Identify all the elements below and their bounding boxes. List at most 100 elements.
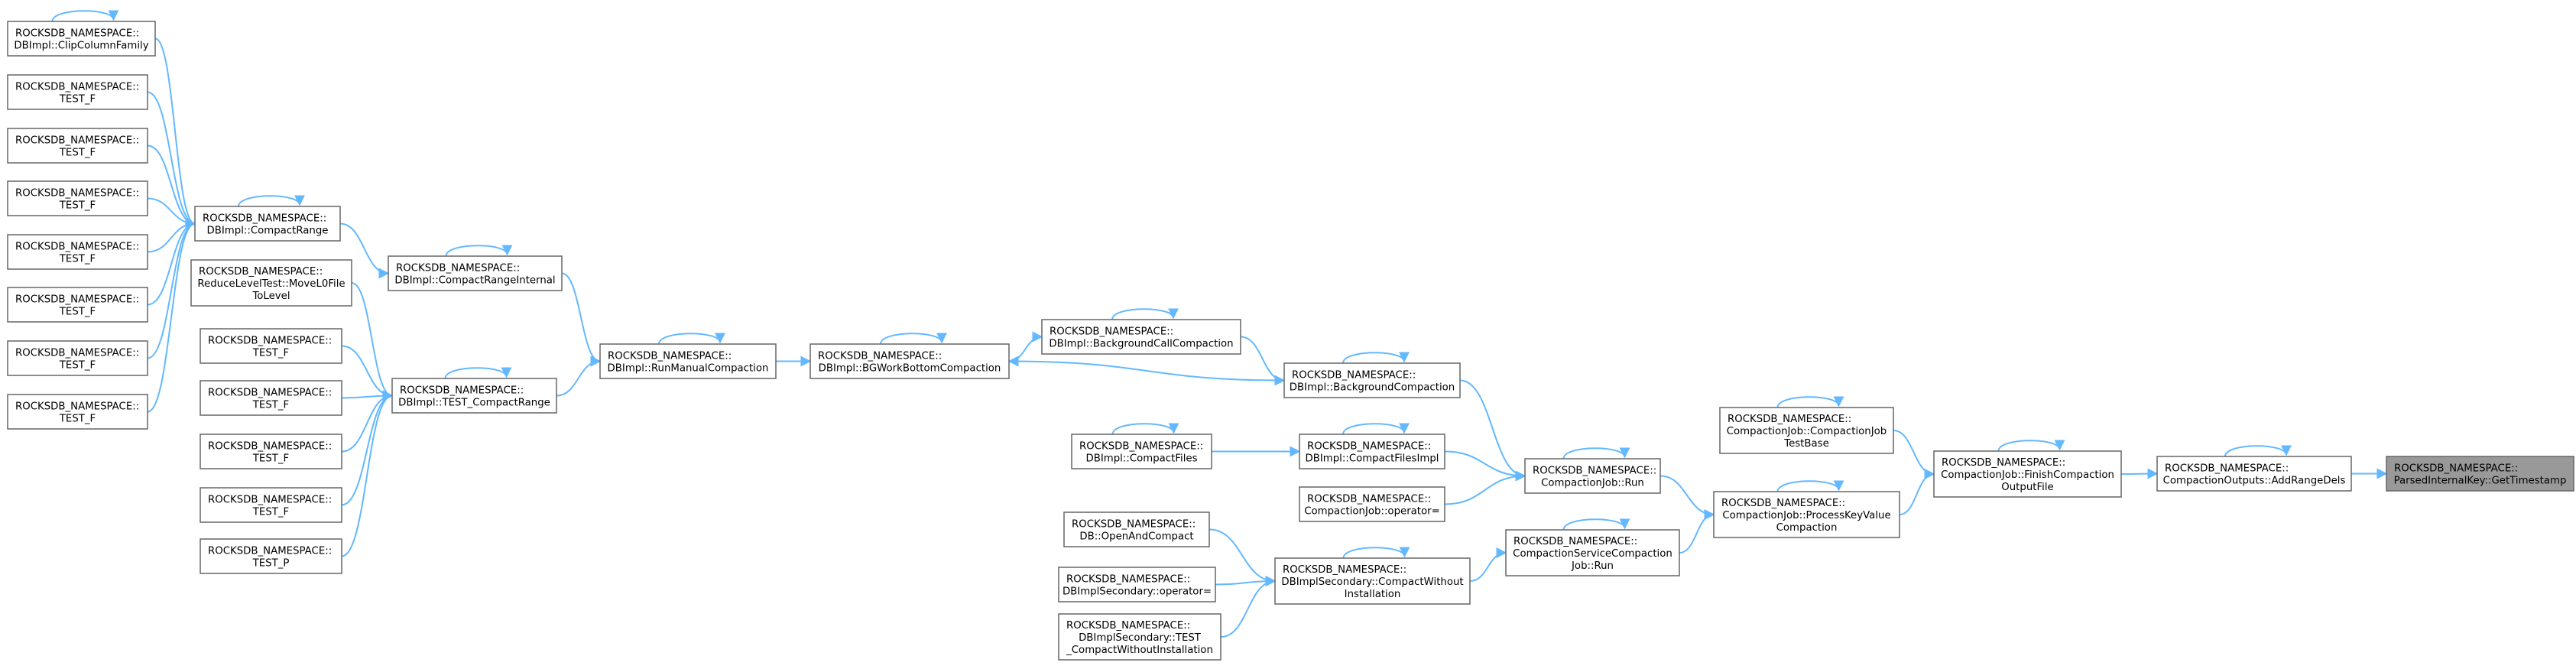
edge-cr-to-cri xyxy=(339,222,390,279)
node-box xyxy=(200,328,342,364)
node-box xyxy=(7,340,148,376)
node-label-line: CompactionJob::CompactionJob xyxy=(1727,426,1887,437)
nodes-layer: ROCKSDB_NAMESPACE::ParsedInternalKey::Ge… xyxy=(7,21,2574,661)
node-label-line: DBImpl::BackgroundCompaction xyxy=(1290,382,1455,394)
node-tf3[interactable]: ROCKSDB_NAMESPACE::TEST_F xyxy=(200,434,342,469)
node-cjrun[interactable]: ROCKSDB_NAMESPACE::CompactionJob::Run xyxy=(1524,458,1661,494)
node-box xyxy=(1041,319,1241,355)
node-box xyxy=(200,434,342,469)
node-tf1[interactable]: ROCKSDB_NAMESPACE::TEST_F xyxy=(200,328,342,364)
node-label-line: ROCKSDB_NAMESPACE:: xyxy=(1066,620,1190,632)
node-label-line: DBImplSecondary::operator= xyxy=(1063,586,1212,598)
edge-cri-to-rmc xyxy=(561,272,602,367)
node-addrange[interactable]: ROCKSDB_NAMESPACE::CompactionOutputs::Ad… xyxy=(2156,456,2352,492)
edge-finish-to-addrange xyxy=(2120,468,2159,479)
node-label-line: ROCKSDB_NAMESPACE:: xyxy=(400,385,524,397)
node-rlt[interactable]: ROCKSDB_NAMESPACE::ReduceLevelTest::Move… xyxy=(190,259,352,307)
node-label-line: ROCKSDB_NAMESPACE:: xyxy=(208,388,332,399)
node-box xyxy=(2386,456,2574,492)
node-ccf[interactable]: ROCKSDB_NAMESPACE::DBImpl::ClipColumnFam… xyxy=(7,21,156,57)
node-label-line: DBImpl::CompactFiles xyxy=(1086,453,1198,465)
node-tf4[interactable]: ROCKSDB_NAMESPACE::TEST_F xyxy=(200,487,342,523)
node-label-line: ROCKSDB_NAMESPACE:: xyxy=(15,242,139,253)
self-loop-cscjrun xyxy=(1562,518,1630,531)
node-box xyxy=(194,206,341,242)
node-tcr[interactable]: ROCKSDB_NAMESPACE::DBImpl::TEST_CompactR… xyxy=(391,378,557,414)
self-loop-testbase xyxy=(1776,396,1844,408)
node-tf2[interactable]: ROCKSDB_NAMESPACE::TEST_F xyxy=(200,380,342,416)
node-root[interactable]: ROCKSDB_NAMESPACE::ParsedInternalKey::Ge… xyxy=(2386,456,2574,492)
node-rmc[interactable]: ROCKSDB_NAMESPACE::DBImpl::RunManualComp… xyxy=(599,343,777,379)
node-label-line: ROCKSDB_NAMESPACE:: xyxy=(1050,326,1173,338)
node-label-line: ROCKSDB_NAMESPACE:: xyxy=(1072,519,1196,531)
node-label-line: DBImpl::CompactFilesImpl xyxy=(1305,453,1439,465)
node-tp1[interactable]: ROCKSDB_NAMESPACE::TEST_P xyxy=(200,538,342,574)
node-label-line: DBImpl::BGWorkBottomCompaction xyxy=(819,363,1001,375)
node-label-line: ReduceLevelTest::MoveL0File xyxy=(197,278,345,290)
edge-tf10-to-cr xyxy=(147,218,196,359)
node-tf6[interactable]: ROCKSDB_NAMESPACE::TEST_F xyxy=(7,128,148,164)
node-dbstest[interactable]: ROCKSDB_NAMESPACE::DBImplSecondary::TEST… xyxy=(1058,613,1221,661)
node-label-line: Installation xyxy=(1345,589,1401,600)
node-bgc[interactable]: ROCKSDB_NAMESPACE::DBImpl::BackgroundCom… xyxy=(1283,362,1461,398)
node-label-line: ROCKSDB_NAMESPACE:: xyxy=(2394,463,2518,475)
node-cscjrun[interactable]: ROCKSDB_NAMESPACE::CompactionServiceComp… xyxy=(1505,529,1680,576)
node-label-line: ROCKSDB_NAMESPACE:: xyxy=(208,495,332,506)
edge-dbstest-to-cwi xyxy=(1220,576,1277,638)
edge-cfi-to-cjrun xyxy=(1444,450,1526,482)
node-tf8[interactable]: ROCKSDB_NAMESPACE::TEST_F xyxy=(7,234,148,270)
node-label-line: Job::Run xyxy=(1571,560,1614,572)
node-process[interactable]: ROCKSDB_NAMESPACE::CompactionJob::Proces… xyxy=(1713,491,1900,538)
node-tf11[interactable]: ROCKSDB_NAMESPACE::TEST_F xyxy=(7,394,148,430)
node-cf[interactable]: ROCKSDB_NAMESPACE::DBImpl::CompactFiles xyxy=(1071,434,1212,469)
self-loop-rmc xyxy=(658,333,725,345)
node-label-line: ROCKSDB_NAMESPACE:: xyxy=(208,546,332,557)
node-bgcall[interactable]: ROCKSDB_NAMESPACE::DBImpl::BackgroundCal… xyxy=(1041,319,1241,355)
node-box xyxy=(200,487,342,523)
node-label-line: CompactionJob::ProcessKeyValue xyxy=(1722,510,1890,521)
edge-tf3-to-tcr xyxy=(341,390,394,453)
node-tf7[interactable]: ROCKSDB_NAMESPACE::TEST_F xyxy=(7,180,148,216)
node-box xyxy=(7,74,148,110)
edge-testbase-to-finish xyxy=(1893,430,1935,479)
node-tf10[interactable]: ROCKSDB_NAMESPACE::TEST_F xyxy=(7,340,148,376)
node-cr[interactable]: ROCKSDB_NAMESPACE::DBImpl::CompactRange xyxy=(194,206,341,242)
node-box xyxy=(1058,613,1221,661)
node-oac[interactable]: ROCKSDB_NAMESPACE::DB::OpenAndCompact xyxy=(1063,511,1210,547)
node-label-line: TEST_F xyxy=(252,400,289,411)
edge-ccf-to-cr xyxy=(154,37,196,229)
node-finish[interactable]: ROCKSDB_NAMESPACE::CompactionJob::Finish… xyxy=(1933,450,2122,498)
node-box xyxy=(7,128,148,164)
node-label-line: DBImpl::RunManualCompaction xyxy=(608,363,769,375)
node-label-line: ROCKSDB_NAMESPACE:: xyxy=(608,351,732,362)
node-label-line: TEST_F xyxy=(59,148,96,159)
edges-layer xyxy=(51,10,2388,638)
node-dbsop[interactable]: ROCKSDB_NAMESPACE::DBImplSecondary::oper… xyxy=(1058,567,1216,602)
node-label-line: ROCKSDB_NAMESPACE:: xyxy=(15,294,139,306)
node-cfi[interactable]: ROCKSDB_NAMESPACE::DBImpl::CompactFilesI… xyxy=(1299,434,1445,469)
node-label-line: ROCKSDB_NAMESPACE:: xyxy=(1513,536,1637,547)
node-label-line: ROCKSDB_NAMESPACE:: xyxy=(203,213,326,225)
node-cwi[interactable]: ROCKSDB_NAMESPACE::DBImplSecondary::Comp… xyxy=(1274,557,1471,605)
node-box xyxy=(1524,458,1661,494)
node-tf5[interactable]: ROCKSDB_NAMESPACE::TEST_F xyxy=(7,74,148,110)
node-testbase[interactable]: ROCKSDB_NAMESPACE::CompactionJob::Compac… xyxy=(1719,407,1894,454)
node-box xyxy=(1071,434,1212,469)
node-box xyxy=(1719,407,1894,454)
node-bgwork[interactable]: ROCKSDB_NAMESPACE::DBImpl::BGWorkBottomC… xyxy=(809,343,1010,379)
node-label-line: CompactionJob::Run xyxy=(1541,478,1644,489)
node-label-line: ROCKSDB_NAMESPACE:: xyxy=(2165,463,2289,475)
node-label-line: ROCKSDB_NAMESPACE:: xyxy=(1292,370,1416,382)
node-label-line: ROCKSDB_NAMESPACE:: xyxy=(15,28,139,40)
self-loop-cf xyxy=(1111,423,1179,435)
node-label-line: ROCKSDB_NAMESPACE:: xyxy=(1283,564,1406,576)
edge-bgcall-to-bgc xyxy=(1240,336,1286,386)
node-label-line: TEST_F xyxy=(59,200,96,212)
node-cjop[interactable]: ROCKSDB_NAMESPACE::CompactionJob::operat… xyxy=(1299,486,1445,522)
node-cri[interactable]: ROCKSDB_NAMESPACE::DBImpl::CompactRangeI… xyxy=(388,255,563,291)
node-tf9[interactable]: ROCKSDB_NAMESPACE::TEST_F xyxy=(7,287,148,323)
node-label-line: Compaction xyxy=(1776,522,1838,534)
node-label-line: TestBase xyxy=(1783,438,1829,450)
node-label-line: ROCKSDB_NAMESPACE:: xyxy=(1942,457,2065,469)
